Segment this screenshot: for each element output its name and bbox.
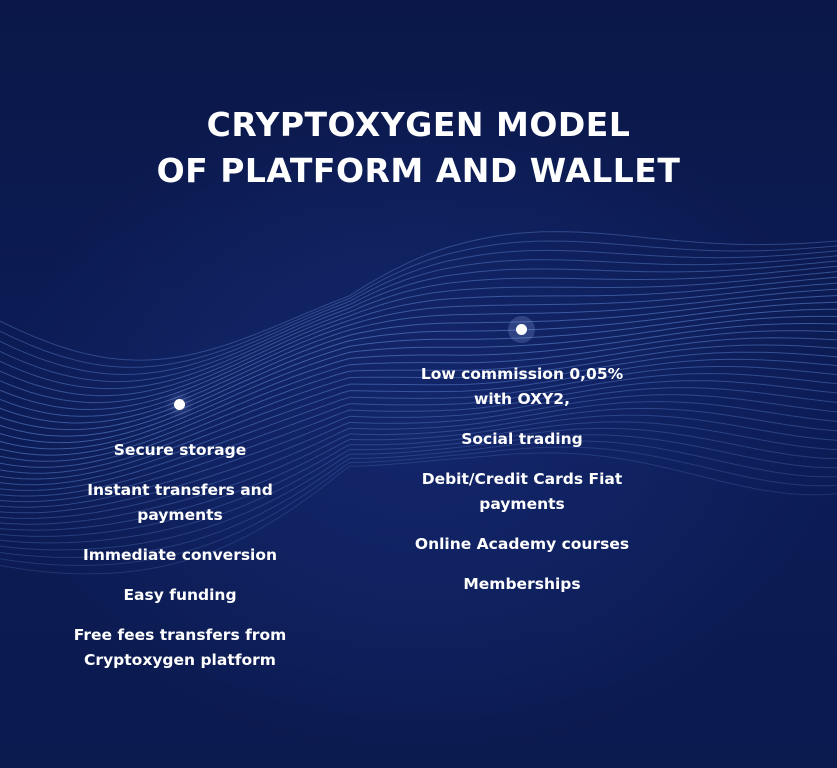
wave-line [0, 366, 837, 491]
wave-line [0, 271, 837, 404]
feature-item: Memberships [463, 575, 581, 593]
wave-line [0, 407, 837, 525]
feature-item: Free fees transfers from Cryptoxygen pla… [73, 626, 287, 669]
wave-line [0, 351, 837, 480]
platform-feature-list: Low commission 0,05% with OXY2, Social t… [402, 362, 642, 612]
wave-line [0, 295, 837, 431]
platform-marker-dot [516, 324, 527, 335]
wave-line [0, 434, 837, 551]
wave-line [0, 301, 837, 437]
wave-line [0, 394, 837, 514]
wave-line [0, 330, 837, 462]
wallet-marker-dot [174, 399, 185, 410]
wave-line [0, 231, 837, 361]
wave-line [0, 452, 837, 575]
feature-item: Instant transfers and payments [87, 481, 273, 524]
title-line-1: CRYPTOXYGEN MODEL [206, 105, 631, 144]
wave-line [0, 315, 837, 450]
feature-item: Social trading [461, 430, 583, 448]
wave-line [0, 240, 837, 368]
wave-line [0, 249, 837, 375]
feature-item: Debit/Credit Cards Fiat payments [421, 470, 623, 513]
wave-line [0, 265, 837, 397]
wave-line [0, 344, 837, 474]
wave-line [0, 323, 837, 456]
page-title: CRYPTOXYGEN MODEL OF PLATFORM AND WALLET [0, 102, 837, 194]
feature-item: Immediate conversion [82, 546, 278, 564]
feature-item: Easy funding [123, 586, 237, 604]
feature-item: Secure storage [113, 441, 247, 459]
wave-line [0, 282, 837, 417]
wave-line [0, 308, 837, 444]
title-line-2: OF PLATFORM AND WALLET [156, 151, 681, 190]
wave-line [0, 387, 837, 508]
feature-item: Low commission 0,05% with OXY2, [420, 365, 624, 408]
wave-line [0, 446, 837, 566]
wave-line [0, 373, 837, 497]
wave-line [0, 427, 837, 544]
wave-line [0, 358, 837, 486]
wave-line [0, 260, 837, 390]
wave-line [0, 288, 837, 424]
feature-item: Online Academy courses [414, 535, 630, 553]
wave-line [0, 421, 837, 537]
wallet-feature-list: Secure storage Instant transfers and pay… [70, 438, 290, 688]
wave-line [0, 337, 837, 468]
wave-line [0, 255, 837, 383]
wave-line [0, 440, 837, 558]
wave-line [0, 414, 837, 531]
wave-line [0, 276, 837, 411]
wave-line [0, 380, 837, 503]
wave-line [0, 401, 837, 519]
